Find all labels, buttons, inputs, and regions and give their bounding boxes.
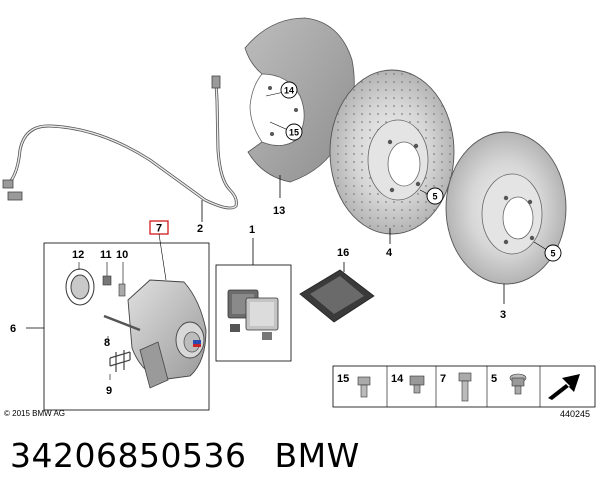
callout-circle-5b: [544, 244, 562, 262]
hardware-label-7: 7: [440, 373, 446, 385]
label-12: 12: [72, 249, 84, 261]
brake-caliper: [127, 279, 207, 389]
grease-sachet: [299, 269, 375, 323]
callout-circle-15: [285, 123, 303, 141]
label-6: 6: [10, 323, 16, 335]
label-8: 8: [104, 337, 110, 349]
label-11: 11: [100, 249, 112, 261]
label-10: 10: [116, 249, 128, 261]
part-number: 34206850536: [10, 436, 247, 475]
callout-15: 15: [289, 128, 299, 138]
caliper-box: [43, 242, 210, 411]
copyright: © 2015 BMW AG: [4, 409, 65, 418]
hardware-label-15: 15: [337, 373, 349, 385]
part-caption: 34206850536 BMW: [10, 436, 360, 475]
brake-wear-sensor-wire: [2, 75, 238, 210]
diagram-arrow-icon: [548, 374, 580, 400]
label-13: 13: [273, 205, 285, 217]
spring-clip: [109, 350, 131, 372]
bolt-7: [458, 372, 472, 402]
brake-pad-box: [215, 264, 292, 362]
bolt-14: [409, 375, 425, 394]
label-16: 16: [337, 247, 349, 259]
callout-5b: 5: [550, 249, 555, 259]
label-9: 9: [106, 385, 112, 397]
hardware-label-14: 14: [391, 373, 404, 385]
bolt-5: [509, 373, 527, 395]
label-2: 2: [197, 223, 203, 235]
brake-pads: [227, 289, 279, 340]
callout-5a: 5: [432, 192, 437, 202]
brake-disc-drilled: [329, 69, 455, 235]
callout-circle-5a: [426, 187, 444, 205]
brand-name: BMW: [274, 436, 360, 475]
hardware-label-5: 5: [491, 373, 497, 385]
label-7: 7: [156, 223, 162, 235]
brake-disc-plain: [445, 131, 567, 285]
label-1: 1: [249, 224, 255, 236]
seal-ring: [65, 268, 95, 306]
label-4: 4: [386, 247, 393, 259]
callout-14: 14: [284, 86, 294, 96]
callout-circle-14: [280, 81, 298, 99]
bolt-15: [357, 376, 371, 398]
diagram-number: 440245: [560, 409, 590, 419]
bleed-cap: [102, 275, 112, 286]
bleeder-screw: [118, 283, 126, 297]
label-3: 3: [500, 309, 506, 321]
hardware-strip: [332, 365, 596, 408]
parts-diagram: 2 13 14 15 5 4 5: [2, 17, 596, 419]
